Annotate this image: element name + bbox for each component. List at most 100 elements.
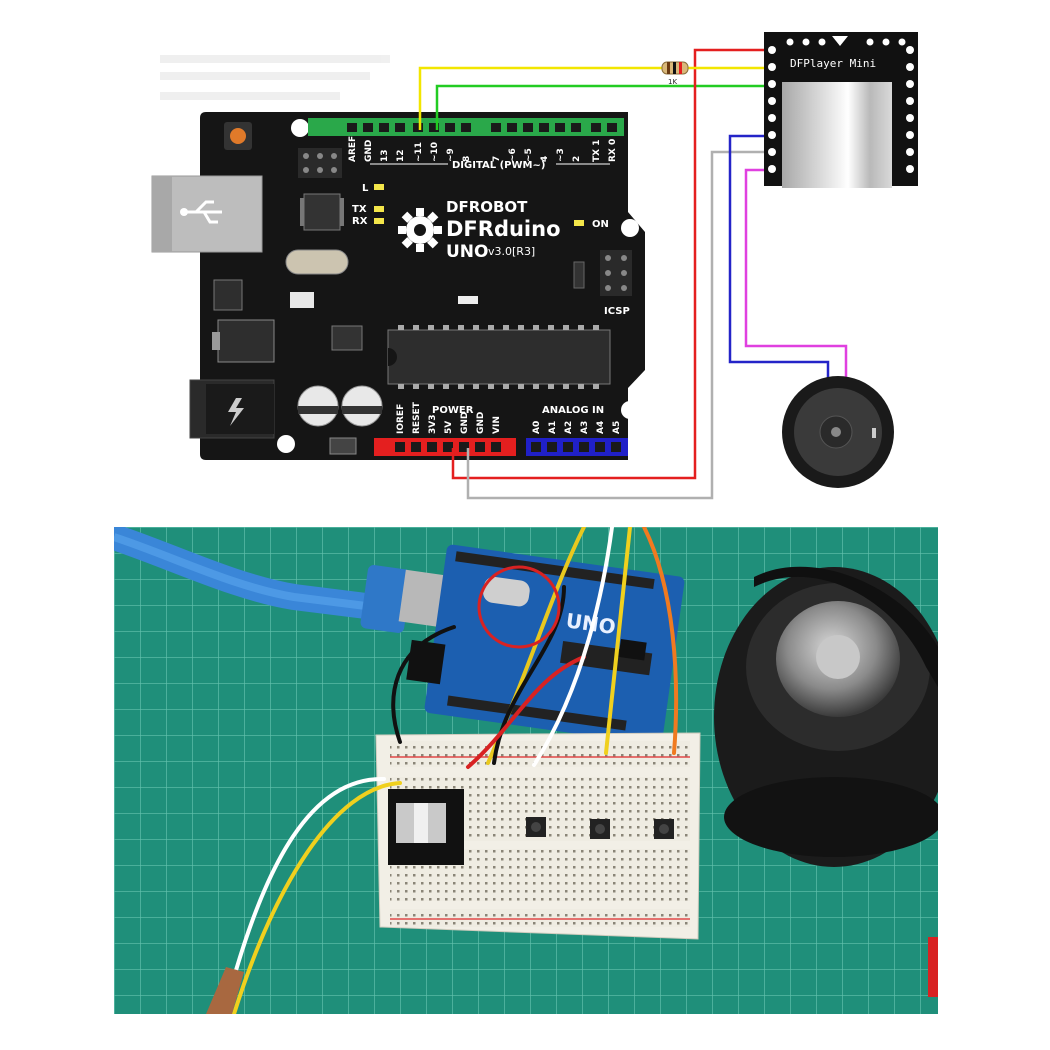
header-socket: [395, 442, 405, 452]
digital-pin-label: AREF: [348, 136, 358, 162]
edge-marker-red: [928, 937, 938, 997]
digital-pin-label: 13: [380, 149, 390, 162]
module-pin: [906, 114, 914, 122]
header-socket: [445, 123, 455, 132]
header-socket: [491, 442, 501, 452]
chip-leg: [473, 384, 479, 389]
chip-leg: [458, 325, 464, 330]
board-brand: DFROBOT: [446, 198, 528, 216]
mount-hole: [277, 435, 295, 453]
icsp-header-small: [298, 148, 342, 178]
usb-icon: [186, 200, 222, 224]
gear-icon: [398, 208, 442, 252]
digital-pin-label: 12: [396, 149, 406, 162]
chip-leg: [503, 325, 509, 330]
board-uno: UNO: [446, 242, 488, 262]
module-label: DFPlayer Mini: [790, 57, 876, 70]
wires: [418, 48, 848, 500]
module-pin: [768, 46, 776, 54]
chip-leg: [548, 325, 554, 330]
digital-pin-label: ~5: [524, 148, 534, 162]
chip-leg: [398, 384, 404, 389]
header-socket: [475, 442, 485, 452]
module-pin: [866, 38, 874, 46]
module-pin: [768, 80, 776, 88]
digital-pin-label: ~6: [508, 148, 518, 162]
chip-leg: [443, 325, 449, 330]
power-jack: [189, 379, 275, 439]
header-socket: [591, 123, 601, 132]
power-pin-label: GND: [476, 412, 486, 434]
chip-leg: [503, 384, 509, 389]
module-pin: [818, 38, 826, 46]
jumper-wires: [222, 527, 679, 1014]
icsp-label: ICSP: [604, 306, 630, 317]
digital-pin-label: 2: [572, 156, 582, 162]
icsp-header: ICSP: [600, 250, 632, 317]
board-model: DFRduino: [446, 217, 561, 241]
header-socket: [461, 123, 471, 132]
digital-pin-label: TX 1: [592, 140, 602, 162]
resistor-label: 1K: [668, 78, 677, 86]
power-icon: [228, 398, 244, 426]
power-pin-label: IOREF: [396, 404, 406, 434]
breadboard: [375, 732, 701, 940]
mount-hole: [291, 119, 309, 137]
chip-leg: [563, 384, 569, 389]
chip-leg: [443, 384, 449, 389]
analog-pin-label: A0: [532, 421, 542, 434]
digital-pin-label: 4: [540, 156, 550, 162]
header-socket: [427, 442, 437, 452]
analog-pin-label: A5: [612, 421, 622, 434]
chip-leg: [548, 384, 554, 389]
module-pin: [906, 165, 914, 173]
chip-leg: [533, 325, 539, 330]
module-pin: [768, 97, 776, 105]
digital-pin-label: RX 0: [608, 139, 618, 162]
module-pin: [768, 148, 776, 156]
digital-label: DIGITAL (PWM~): [452, 160, 545, 171]
led-label-tx: TX: [352, 204, 367, 215]
header-socket: [563, 442, 573, 452]
digital-pin-label: GND: [364, 140, 374, 162]
power-pin-label: VIN: [492, 416, 502, 434]
header-socket: [523, 123, 533, 132]
analog-pin-label: A1: [548, 421, 558, 434]
wire-speaker-pink: [744, 168, 848, 380]
chip-leg: [518, 384, 524, 389]
header-socket: [347, 123, 357, 132]
chip-leg: [593, 325, 599, 330]
resistor: 1K: [660, 61, 770, 86]
module-pin: [906, 80, 914, 88]
photo-speaker: [714, 566, 938, 867]
module-pin: [906, 148, 914, 156]
voltage-regulator: [212, 279, 275, 363]
led-label-l: L: [362, 183, 369, 194]
module-pin: [906, 97, 914, 105]
power-label: POWER: [432, 405, 474, 416]
module-pin: [768, 165, 776, 173]
header-socket: [413, 123, 423, 132]
sd-card-slot: [782, 82, 892, 188]
chip-leg: [398, 325, 404, 330]
wire-rx-green: [435, 84, 770, 130]
power-pin-label: RESET: [412, 401, 422, 434]
cable-end-brown: [206, 967, 244, 1014]
chip-leg: [488, 384, 494, 389]
chip-leg: [428, 384, 434, 389]
analog-pin-label: A3: [580, 421, 590, 434]
header-socket: [595, 442, 605, 452]
module-pin: [768, 63, 776, 71]
digital-pin-label: 7: [492, 156, 502, 162]
header-socket: [379, 123, 389, 132]
mount-hole: [621, 401, 639, 419]
analog-label: ANALOG IN: [542, 405, 604, 416]
arduino-board: L TX RX DFROBOT DFRduino UNO v3.0[R3] ON: [151, 112, 645, 460]
wiring-diagram: L TX RX DFROBOT DFRduino UNO v3.0[R3] ON: [151, 32, 918, 500]
usb-chip: [300, 193, 344, 231]
analog-pin-label: A2: [564, 421, 574, 434]
module-pin: [906, 46, 914, 54]
on-label: ON: [592, 219, 609, 230]
